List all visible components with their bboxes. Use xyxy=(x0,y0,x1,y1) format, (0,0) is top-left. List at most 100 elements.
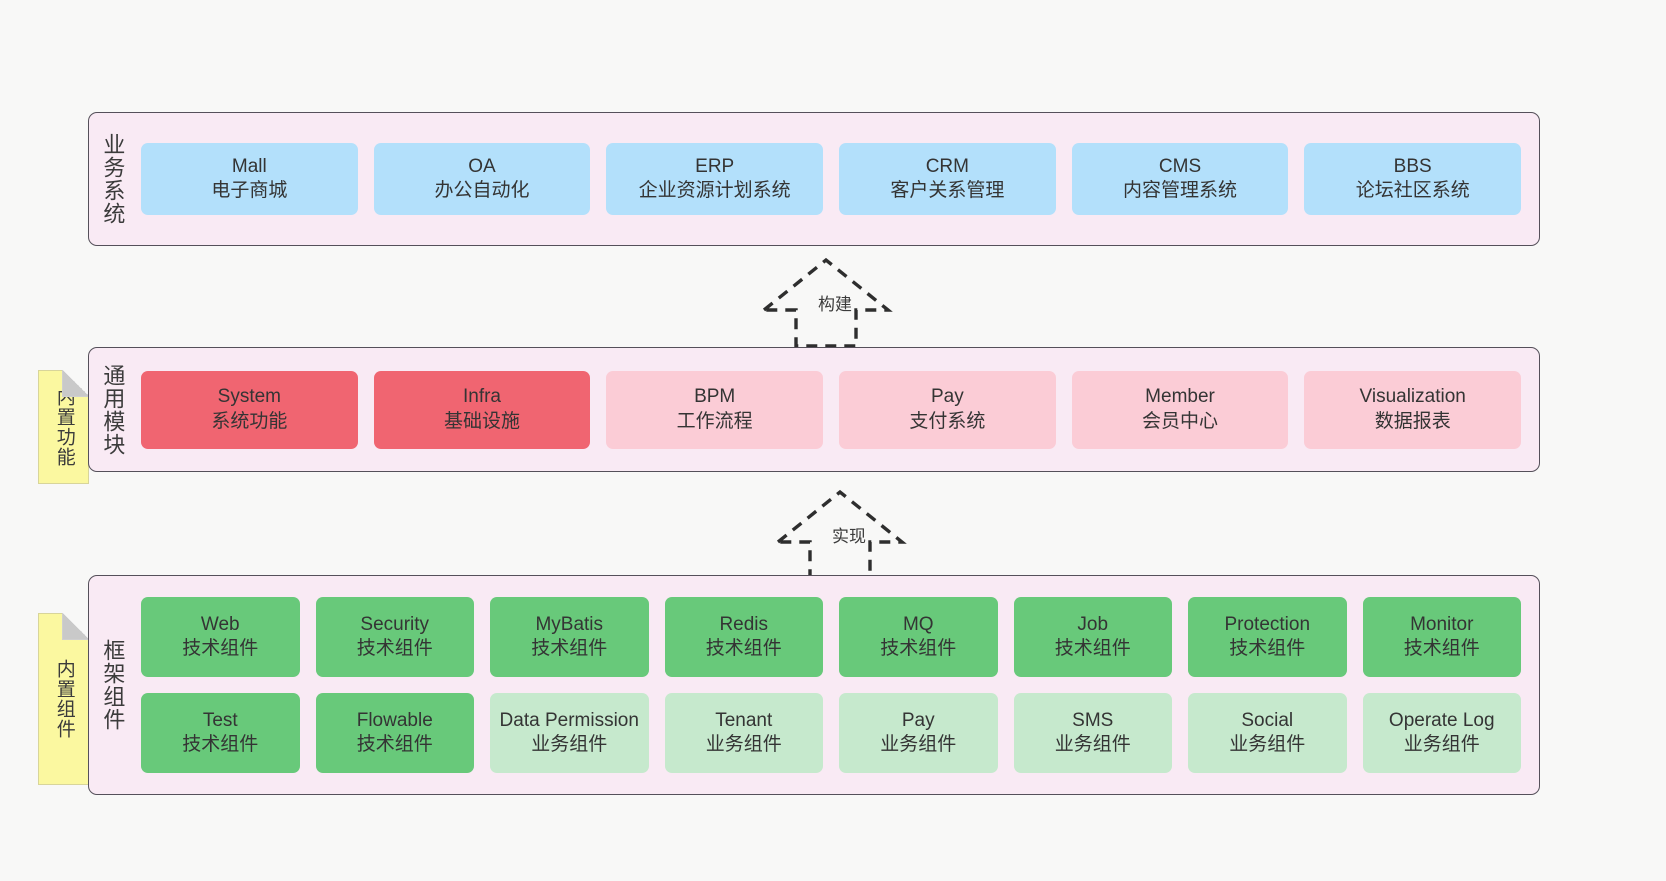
node-subtitle: 业务组件 xyxy=(1054,734,1131,755)
connector-build-label: 构建 xyxy=(818,295,852,314)
node-subtitle: 技术组件 xyxy=(182,734,259,755)
node-job[interactable]: Job 技术组件 xyxy=(1013,597,1172,677)
node-subtitle: 办公自动化 xyxy=(434,180,530,201)
node-subtitle: 企业资源计划系统 xyxy=(638,180,791,201)
node-subtitle: 基础设施 xyxy=(444,410,521,432)
node-subtitle: 业务组件 xyxy=(705,734,782,755)
build-arrow-icon xyxy=(759,257,893,348)
node-subtitle: 业务组件 xyxy=(1403,734,1480,755)
node-subtitle: 技术组件 xyxy=(880,638,957,659)
node-tenant[interactable]: Tenant 业务组件 xyxy=(664,693,823,773)
node-title: Pay xyxy=(901,709,935,731)
node-protection[interactable]: Protection 技术组件 xyxy=(1188,597,1347,677)
business-node-row: Mall 电子商城 OA 办公自动化 ERP 企业资源计划系统 CRM 客户关系… xyxy=(141,143,1522,215)
node-flowable[interactable]: Flowable 技术组件 xyxy=(315,693,474,773)
node-pay-business[interactable]: Pay 业务组件 xyxy=(839,693,998,773)
node-subtitle: 客户关系管理 xyxy=(890,180,1005,201)
node-title: Web xyxy=(200,613,240,635)
node-title: Redis xyxy=(719,613,769,635)
node-oa[interactable]: OA 办公自动化 xyxy=(373,143,591,215)
node-infra[interactable]: Infra 基础设施 xyxy=(373,370,591,449)
node-title: Social xyxy=(1241,709,1294,731)
framework-tech-row: Web 技术组件 Security 技术组件 MyBatis 技术组件 Redi… xyxy=(141,597,1521,677)
node-mybatis[interactable]: MyBatis 技术组件 xyxy=(490,597,649,677)
implement-arrow-icon xyxy=(773,489,907,580)
node-title: Infra xyxy=(462,386,502,408)
node-subtitle: 技术组件 xyxy=(705,638,782,659)
node-system[interactable]: System 系统功能 xyxy=(141,370,358,449)
node-web[interactable]: Web 技术组件 xyxy=(141,597,300,677)
node-title: System xyxy=(217,386,282,408)
sticky-note-builtin-component: 内置组件 xyxy=(38,613,89,785)
node-title: CMS xyxy=(1158,155,1202,177)
sticky-label: 内置功能 xyxy=(53,387,75,467)
node-title: ERP xyxy=(695,155,735,177)
node-cms[interactable]: CMS 内容管理系统 xyxy=(1071,143,1289,215)
node-title: Tenant xyxy=(715,709,773,731)
node-title: MQ xyxy=(902,613,934,635)
node-test[interactable]: Test 技术组件 xyxy=(141,693,300,773)
sticky-note-builtin-feature: 内置功能 xyxy=(38,370,89,484)
node-sms[interactable]: SMS 业务组件 xyxy=(1013,693,1172,773)
node-member[interactable]: Member 会员中心 xyxy=(1071,370,1289,449)
node-title: Member xyxy=(1145,386,1215,408)
node-title: Protection xyxy=(1224,613,1311,635)
node-subtitle: 电子商城 xyxy=(211,180,288,201)
layer-common-module: 通用模块 System 系统功能 Infra 基础设施 BPM 工作流程 Pay… xyxy=(88,347,1540,472)
node-subtitle: 技术组件 xyxy=(182,638,259,659)
node-subtitle: 数据报表 xyxy=(1374,410,1451,432)
layer-framework-component: 框架组件 Web 技术组件 Security 技术组件 MyBatis 技术组件… xyxy=(88,575,1540,795)
node-title: Security xyxy=(360,613,430,635)
layer-framework-body: Web 技术组件 Security 技术组件 MyBatis 技术组件 Redi… xyxy=(135,576,1539,794)
layer-common-body: System 系统功能 Infra 基础设施 BPM 工作流程 Pay 支付系统… xyxy=(135,348,1539,471)
layer-common-title: 通用模块 xyxy=(100,363,126,456)
node-title: SMS xyxy=(1072,709,1114,731)
node-pay[interactable]: Pay 支付系统 xyxy=(839,370,1056,449)
node-title: Data Permission xyxy=(499,709,639,731)
node-title: Monitor xyxy=(1410,613,1474,635)
layer-business-system: 业务系统 Mall 电子商城 OA 办公自动化 ERP 企业资源计划系统 CRM… xyxy=(88,112,1540,246)
node-mall[interactable]: Mall 电子商城 xyxy=(141,143,358,215)
node-title: Visualization xyxy=(1359,386,1466,408)
node-title: BBS xyxy=(1393,155,1432,177)
node-visualization[interactable]: Visualization 数据报表 xyxy=(1304,370,1522,449)
layer-business-body: Mall 电子商城 OA 办公自动化 ERP 企业资源计划系统 CRM 客户关系… xyxy=(135,113,1539,245)
node-erp[interactable]: ERP 企业资源计划系统 xyxy=(606,143,824,215)
node-subtitle: 技术组件 xyxy=(1054,638,1131,659)
node-crm[interactable]: CRM 客户关系管理 xyxy=(839,143,1056,215)
node-title: OA xyxy=(468,155,496,177)
node-subtitle: 工作流程 xyxy=(676,410,753,432)
node-title: Pay xyxy=(930,386,964,408)
node-subtitle: 技术组件 xyxy=(1229,638,1306,659)
node-security[interactable]: Security 技术组件 xyxy=(315,597,474,677)
node-title: BPM xyxy=(694,386,736,408)
node-title: Test xyxy=(202,709,238,731)
node-title: Job xyxy=(1077,613,1109,635)
connector-implement-label: 实现 xyxy=(832,527,866,546)
node-mq[interactable]: MQ 技术组件 xyxy=(839,597,998,677)
node-title: Mall xyxy=(231,155,267,177)
node-social[interactable]: Social 业务组件 xyxy=(1188,693,1347,773)
node-monitor[interactable]: Monitor 技术组件 xyxy=(1362,597,1521,677)
node-subtitle: 业务组件 xyxy=(1229,734,1306,755)
node-subtitle: 系统功能 xyxy=(211,410,288,432)
node-title: Operate Log xyxy=(1388,709,1495,731)
node-subtitle: 业务组件 xyxy=(531,734,608,755)
node-title: MyBatis xyxy=(535,613,604,635)
node-subtitle: 论坛社区系统 xyxy=(1355,180,1470,201)
node-subtitle: 支付系统 xyxy=(909,410,986,432)
node-subtitle: 技术组件 xyxy=(531,638,608,659)
node-operate-log[interactable]: Operate Log 业务组件 xyxy=(1362,693,1521,773)
framework-business-row: Test 技术组件 Flowable 技术组件 Data Permission … xyxy=(141,693,1521,773)
node-bbs[interactable]: BBS 论坛社区系统 xyxy=(1304,143,1522,215)
node-redis[interactable]: Redis 技术组件 xyxy=(664,597,823,677)
node-data-permission[interactable]: Data Permission 业务组件 xyxy=(490,693,649,773)
node-subtitle: 技术组件 xyxy=(356,638,433,659)
node-bpm[interactable]: BPM 工作流程 xyxy=(606,370,824,449)
common-node-row: System 系统功能 Infra 基础设施 BPM 工作流程 Pay 支付系统… xyxy=(141,370,1522,449)
node-subtitle: 业务组件 xyxy=(880,734,957,755)
sticky-label: 内置组件 xyxy=(53,659,75,739)
node-subtitle: 技术组件 xyxy=(356,734,433,755)
layer-business-title: 业务系统 xyxy=(100,133,126,225)
